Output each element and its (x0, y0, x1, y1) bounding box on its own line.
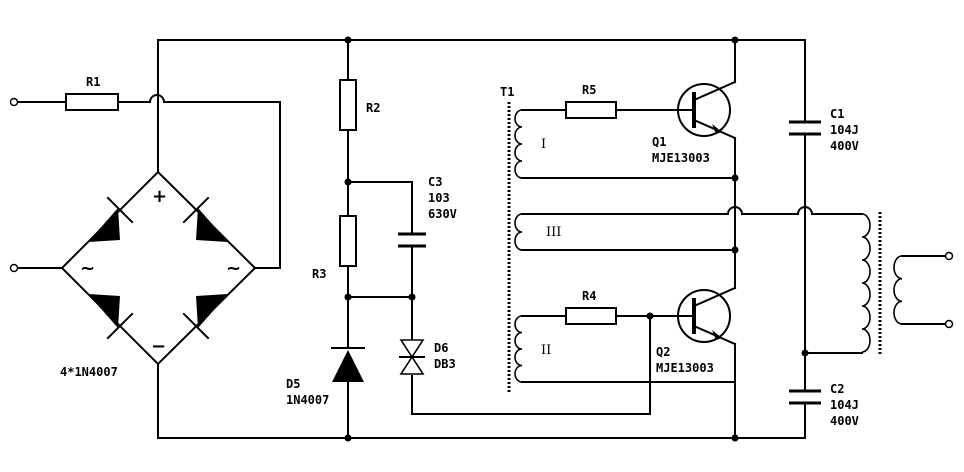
winding-ii-label: II (541, 343, 551, 358)
capacitor-c3: C3 103 630V (398, 175, 457, 248)
c2-label: C2 (830, 382, 844, 396)
c3-value: 103 (428, 191, 450, 205)
winding-iii-label: III (546, 225, 561, 240)
d6-label: D6 (434, 341, 448, 355)
r2-label: R2 (366, 101, 380, 115)
capacitor-c1: C1 104J 400V (789, 107, 859, 153)
c1-label: C1 (830, 107, 844, 121)
bridge-plus: + (152, 186, 167, 207)
d5-part: 1N4007 (286, 393, 329, 407)
q1-label: Q1 (652, 135, 666, 149)
resistor-r2: R2 (339, 79, 380, 131)
resistor-r3: R3 (312, 215, 357, 281)
input-terminals (9, 97, 19, 273)
r5-label: R5 (582, 83, 596, 97)
r3-label: R3 (312, 267, 326, 281)
bridge-ac-right: ~ (226, 258, 241, 279)
r1-label: R1 (86, 75, 100, 89)
c3-voltage: 630V (428, 207, 457, 221)
q1-part: MJE13003 (652, 151, 710, 165)
c2-value: 104J (830, 398, 859, 412)
resistor-r5: R5 (565, 83, 617, 119)
output-transformer (861, 212, 903, 354)
transistor-q2: Q2 MJE13003 (656, 286, 737, 375)
resistor-r4: R4 (565, 289, 617, 325)
bridge-ac-left: ~ (80, 258, 95, 279)
wires (17, 39, 947, 439)
d5-label: D5 (286, 377, 300, 391)
capacitor-c2: C2 104J 400V (789, 382, 859, 428)
bridge-rectifier: + − ~ ~ 4*1N4007 (60, 170, 257, 379)
d6-part: DB3 (434, 357, 456, 371)
q2-part: MJE13003 (656, 361, 714, 375)
bridge-part-label: 4*1N4007 (60, 365, 118, 379)
q2-label: Q2 (656, 345, 670, 359)
junction-dots (344, 36, 809, 442)
transistor-q1: Q1 MJE13003 (652, 80, 737, 165)
transformer-t1: T1 I III II (500, 85, 561, 392)
winding-i-label: I (541, 137, 546, 152)
c1-voltage: 400V (830, 139, 859, 153)
c1-value: 104J (830, 123, 859, 137)
resistor-r1: R1 (65, 75, 119, 111)
diode-d5: D5 1N4007 (286, 347, 365, 407)
t1-label: T1 (500, 85, 514, 99)
diac-d6: D6 DB3 (399, 339, 456, 375)
bridge-minus: − (151, 336, 166, 357)
output-terminals (944, 251, 954, 329)
r4-label: R4 (582, 289, 596, 303)
c2-voltage: 400V (830, 414, 859, 428)
c3-label: C3 (428, 175, 442, 189)
